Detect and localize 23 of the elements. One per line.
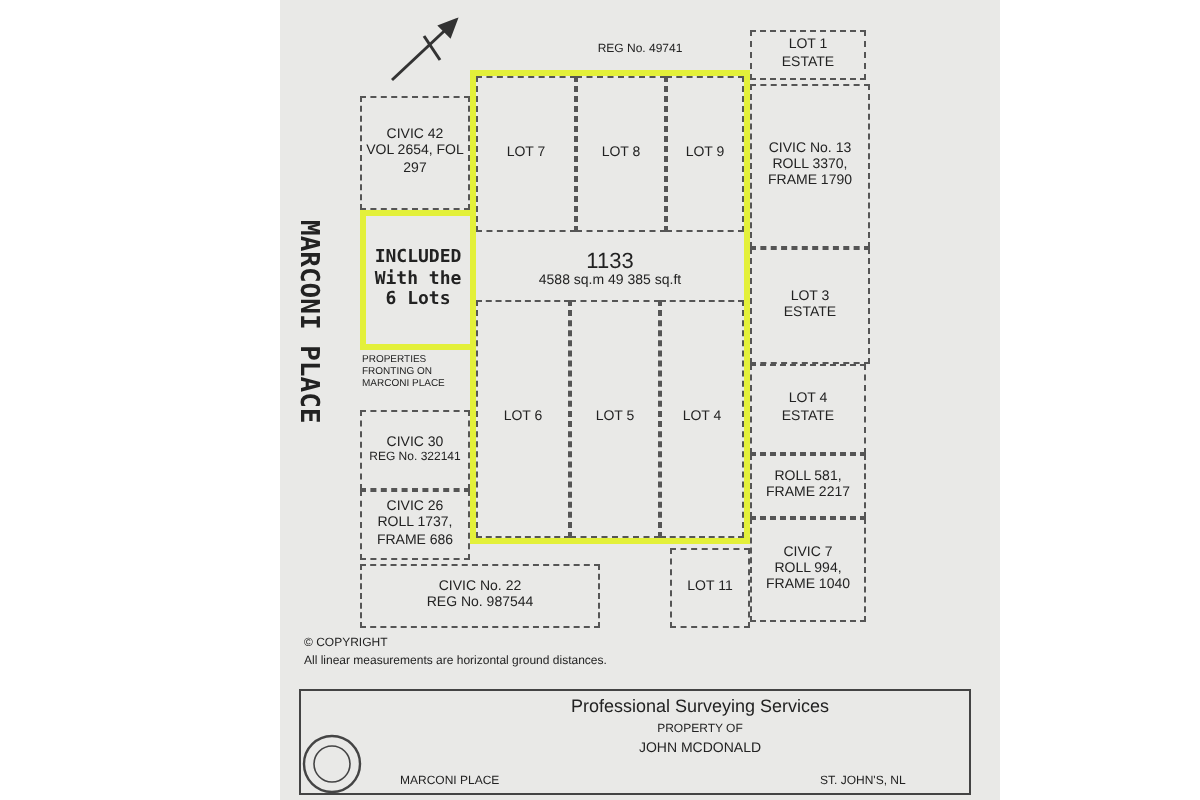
handwritten-note: INCLUDED With the 6 Lots	[372, 248, 464, 312]
highlighted-parcel	[360, 210, 476, 350]
lot-outline	[476, 76, 576, 232]
parcel-outline	[750, 518, 866, 622]
company-tagline: Professional Surveying Services	[568, 696, 832, 718]
parcel-outline	[360, 96, 470, 210]
parcel-outline	[750, 84, 870, 248]
parcel-outline	[750, 30, 866, 80]
lot-outline	[660, 300, 744, 538]
lot-outline	[666, 76, 744, 232]
parcel-outline	[360, 410, 470, 490]
street-name: MARCONI PLACE	[292, 220, 324, 424]
parcel-outline	[750, 364, 866, 454]
parcel-outline	[750, 454, 866, 518]
lot-outline	[476, 300, 570, 538]
parcel-outline	[750, 248, 870, 364]
lot-outline	[576, 76, 666, 232]
parcel-outline	[360, 564, 600, 628]
highlighted-parcel	[470, 70, 750, 544]
parcel-label: 1133	[586, 249, 634, 274]
parcel-outline	[670, 548, 750, 628]
parcel-outline	[360, 490, 470, 560]
lot-outline	[570, 300, 660, 538]
